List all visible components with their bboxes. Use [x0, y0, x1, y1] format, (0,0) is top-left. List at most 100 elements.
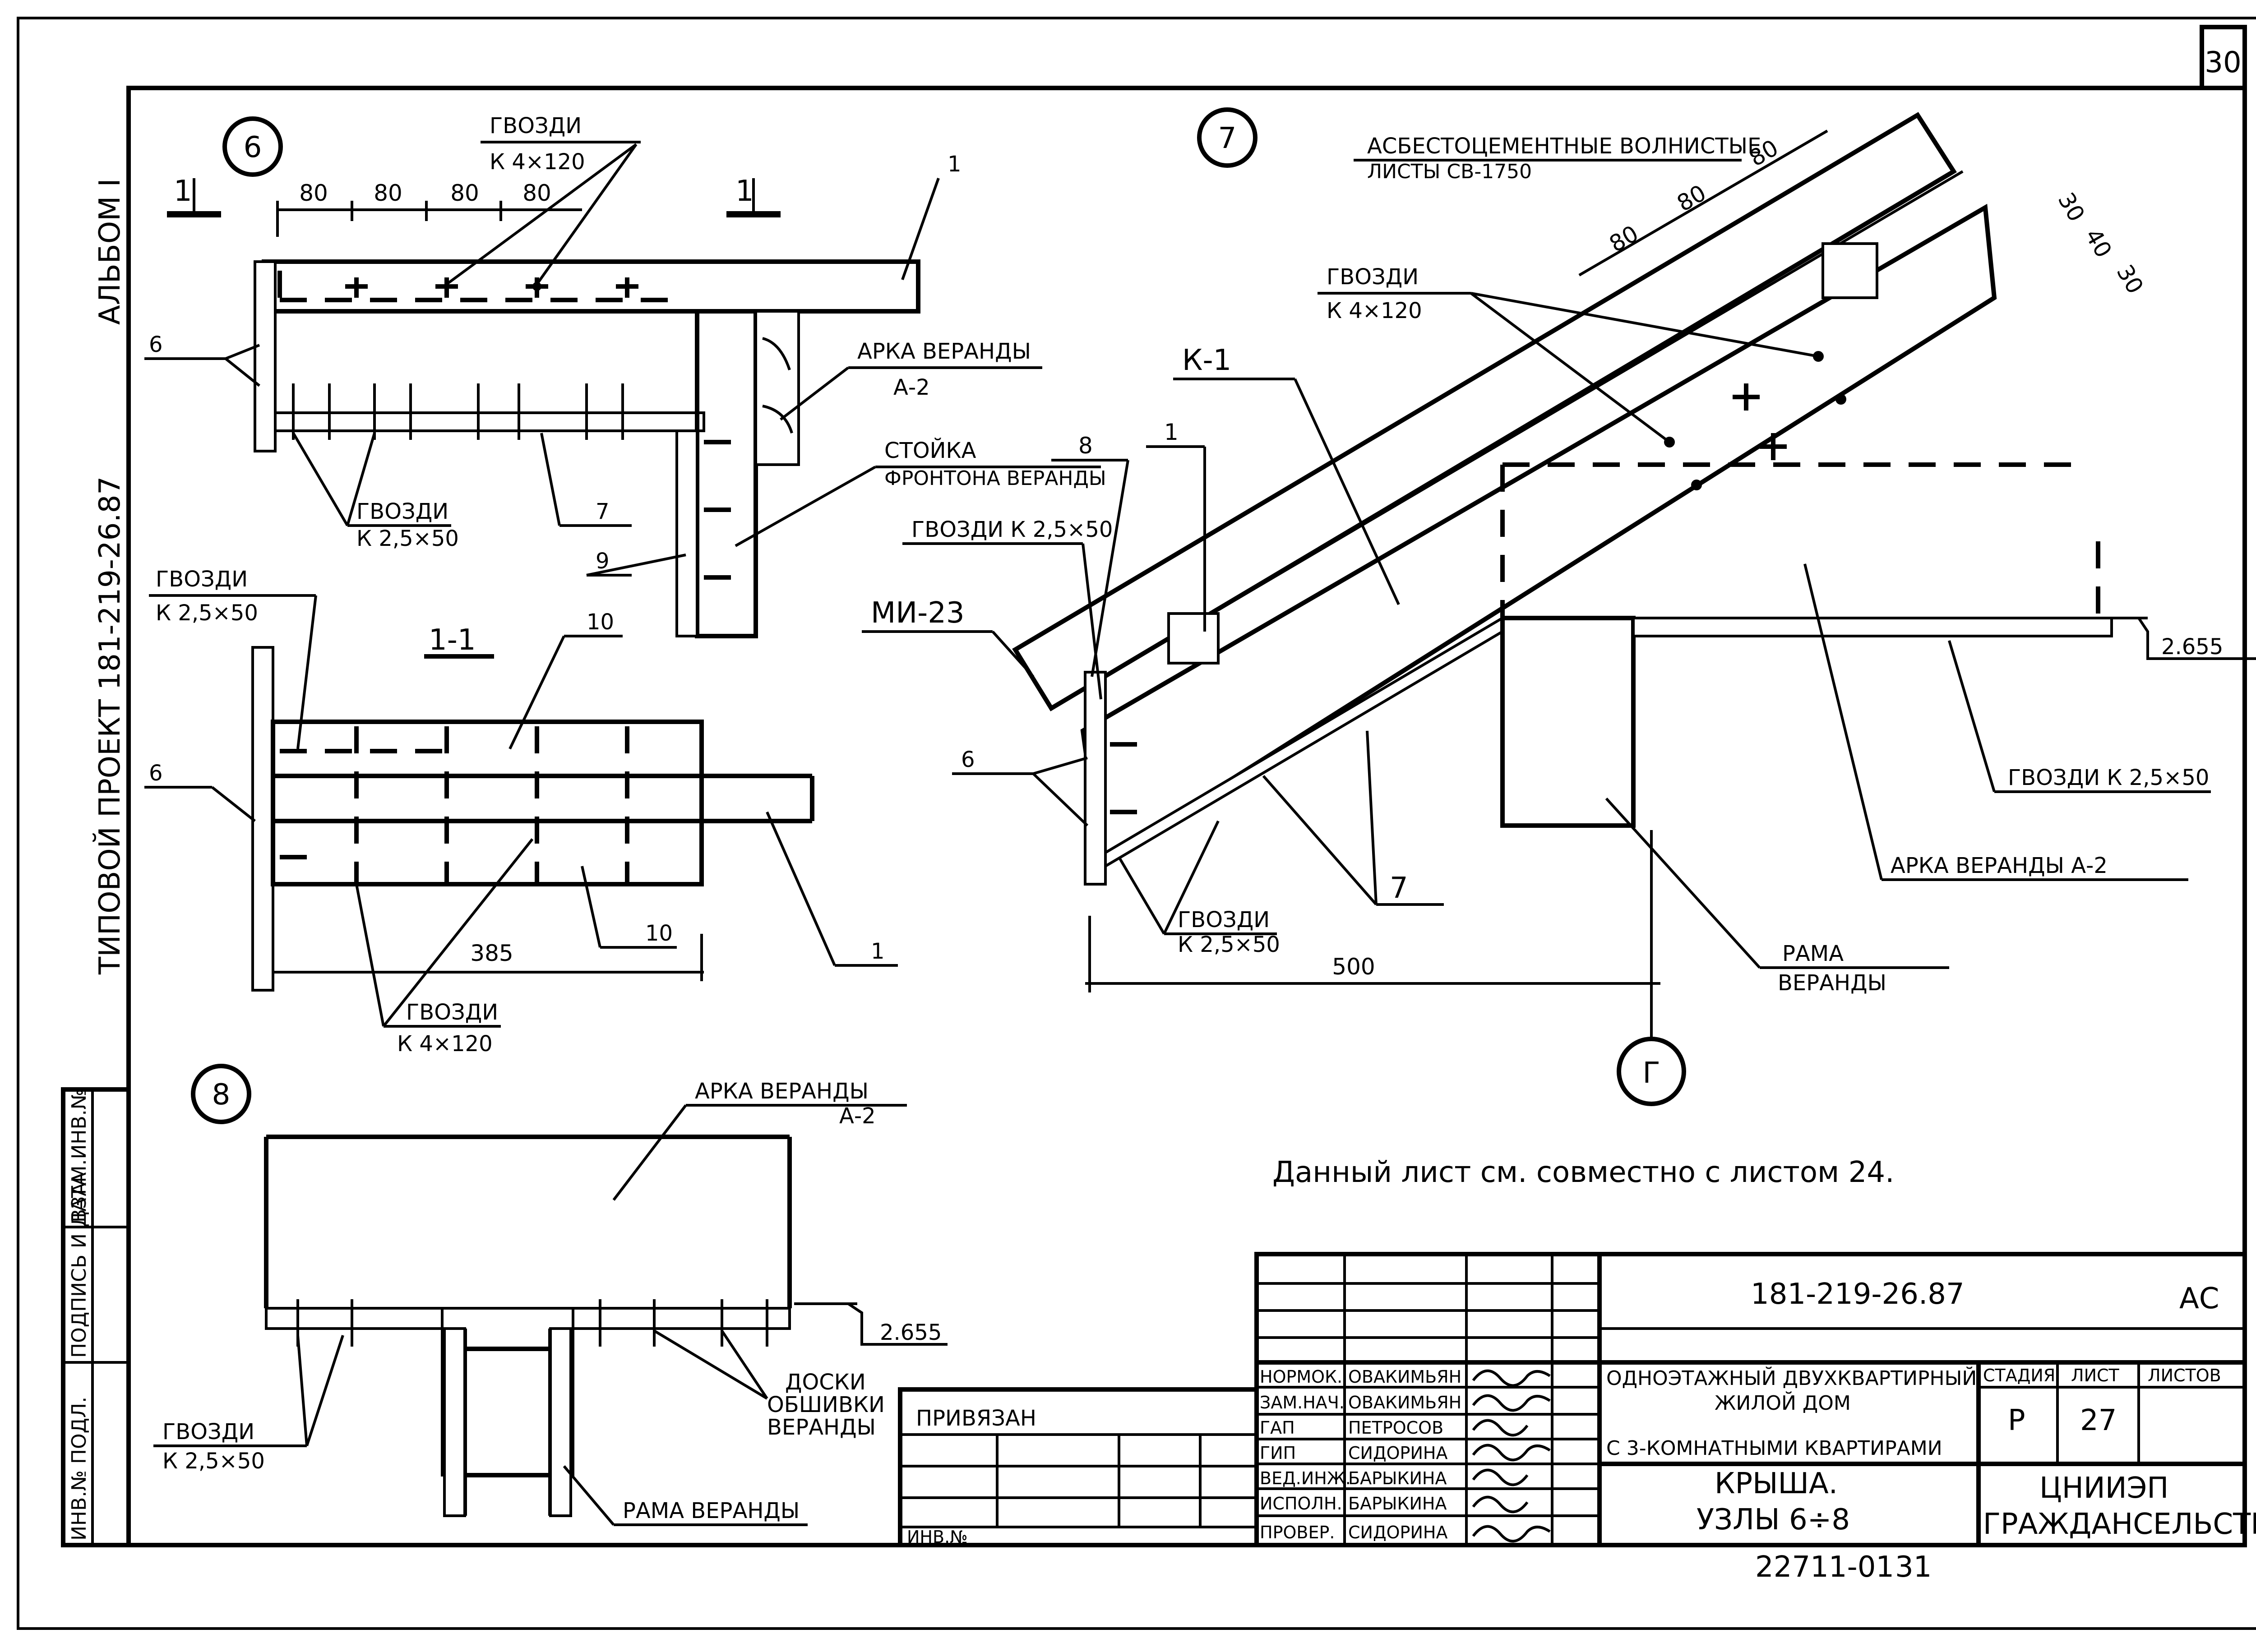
node7-nails-small: ГВОЗДИ К 2,5×50 — [911, 517, 1113, 542]
node6-callout-6: 6 — [149, 332, 163, 357]
node7-nails-right: ГВОЗДИ К 2,5×50 — [2008, 765, 2209, 790]
tb-stage: Р — [2008, 1404, 2025, 1437]
node6-nails-top: ГВОЗДИ — [490, 113, 582, 138]
tb-sheet-title-2: УЗЛЫ 6÷8 — [1697, 1503, 1850, 1537]
tb-project-title-1: ОДНОЭТАЖНЫЙ ДВУХКВАРТИРНЫЙ — [1606, 1366, 1977, 1390]
dim-80-d: 80 — [522, 180, 551, 206]
node7-frame-sub: ВЕРАНДЫ — [1778, 970, 1886, 996]
dim-80-a: 80 — [299, 180, 328, 206]
tb-name-2: ПЕТРОСОВ — [1348, 1418, 1443, 1438]
node7-frame — [1500, 616, 1636, 828]
corner-box — [2200, 25, 2247, 90]
node7-axis-label: Г — [1642, 1057, 1660, 1090]
stamp-inv-podl: ИНВ.№ ПОДЛ. — [68, 1397, 91, 1541]
node6-callout-7: 7 — [596, 499, 610, 524]
side-stamp: ИНВ.№ ПОДЛ. ПОДПИСЬ И ДАТА ВЗАМ.ИНВ.№ — [61, 1087, 131, 1547]
tb-project-title-2: ЖИЛОЙ ДОМ — [1715, 1391, 1851, 1415]
tb-archive-number: 22711-01 — [1755, 1550, 1894, 1584]
node7-mi-label: МИ-23 — [871, 596, 965, 630]
node8-boards-sub2: ВЕРАНДЫ — [767, 1415, 876, 1440]
node7-dim-80-a: 80 — [1605, 220, 1643, 257]
node-6-marker — [222, 116, 283, 177]
sheet-note: Данный лист см. совместно с листом 24. — [1272, 1156, 1894, 1189]
node6-fascia — [254, 260, 277, 452]
dim-80-b: 80 — [374, 180, 402, 206]
node7-sheets-label: АСБЕСТОЦЕМЕНТНЫЕ ВОЛНИСТЫЕ — [1367, 134, 1761, 159]
node7-axis-marker — [1617, 1037, 1686, 1106]
tb-role-6: ПРОВЕР. — [1260, 1523, 1335, 1542]
node6-ceiling-board — [274, 411, 705, 432]
node7-dim-30-a: 30 — [2053, 188, 2090, 226]
section11-nails-bottom-size: К 4×120 — [397, 1031, 493, 1057]
section11-callout-10a: 10 — [587, 609, 614, 635]
node7-dim-40: 40 — [2080, 224, 2117, 262]
node6-arch-code: А-2 — [893, 375, 930, 400]
tb-sheet-label: ЛИСТ — [2071, 1366, 2120, 1385]
node8-level: 2.655 — [880, 1320, 942, 1345]
node7-callout-8: 8 — [1078, 433, 1093, 459]
tb-sheets-label: ЛИСТОВ — [2148, 1366, 2221, 1385]
node-8: 8 АРКА ВЕРАНДЫ А-2 2.655 ДОСКИ ОБШИВКИ В… — [153, 1064, 948, 1526]
node8-boards: ДОСКИ — [785, 1370, 866, 1395]
tb-role-2: ГАП — [1260, 1418, 1295, 1438]
section-mark-right: 1 — [735, 175, 754, 208]
node-8-marker-number: 8 — [212, 1078, 231, 1112]
tb-name-4: БАРЫКИНА — [1348, 1468, 1447, 1488]
tb-project-code: 181-219-26.87 — [1751, 1278, 1965, 1311]
node6-post-sub: ФРОНТОНА ВЕРАНДЫ — [884, 467, 1106, 490]
node7-sheets-sub: ЛИСТЫ СВ-1750 — [1367, 160, 1532, 183]
tb-sheet-title-1: КРЫША. — [1715, 1467, 1838, 1500]
tb-role-1: ЗАМ.НАЧ. — [1260, 1393, 1345, 1412]
node7-nails-size: К 4×120 — [1327, 298, 1422, 323]
node-6: 6 1 1 80 80 80 80 ГВОЗДИ К 4×120 — [144, 113, 1106, 638]
node-7-marker — [1197, 107, 1257, 168]
node7-dim-30-b: 30 — [2112, 260, 2149, 298]
node7-roof-sheets — [1012, 112, 1957, 711]
node7-ceiling-board — [1632, 617, 2113, 637]
section11-dim-385: 385 — [470, 940, 513, 966]
section11-nails-bottom: ГВОЗДИ — [406, 1000, 498, 1025]
node7-level: 2.655 — [2161, 634, 2223, 660]
stamp-podpis-data: ПОДПИСЬ И ДАТА — [68, 1172, 91, 1358]
tb-name-3: СИДОРИНА — [1348, 1443, 1447, 1463]
project-side-label: ТИПОВОЙ ПРОЕКТ 181-219-26.87 — [92, 476, 127, 975]
node-7: 7 2.655 АС — [862, 107, 2256, 1106]
section-1-1: 1-1 ГВОЗДИ К 2,5×50 10 6 10 1 38 — [144, 567, 898, 1057]
tb-name-6: СИДОРИНА — [1348, 1523, 1447, 1542]
node6-nails-bottom-size: К 2,5×50 — [356, 526, 459, 551]
node7-nails-label: ГВОЗДИ — [1327, 264, 1419, 290]
node7-k1-label: К-1 — [1182, 344, 1231, 377]
node8-arch-label: АРКА ВЕРАНДЫ — [695, 1079, 869, 1104]
section11-callout-10b: 10 — [645, 921, 673, 946]
section11-block — [271, 720, 704, 886]
node6-arch — [754, 310, 800, 466]
signatures — [1472, 1369, 1551, 1543]
node-7-marker-number: 7 — [1218, 122, 1237, 155]
tb-org-2: ГРАЖДАНСЕЛЬСТРОЙ — [1983, 1507, 2256, 1541]
stamp-vzam-inv: ВЗАМ.ИНВ.№ — [68, 1089, 91, 1223]
dim-80-c: 80 — [450, 180, 479, 206]
tb-name-0: ОВАКИМЬЯН — [1348, 1367, 1461, 1387]
node-8-marker — [191, 1064, 251, 1124]
node8-frame-label: РАМА ВЕРАНДЫ — [623, 1498, 800, 1523]
node7-nails-bottom: ГВОЗДИ — [1178, 907, 1270, 932]
node-6-marker-number: 6 — [244, 131, 262, 164]
album-side-label: АЛЬБОМ I — [93, 178, 127, 325]
node6-nails-top-size: К 4×120 — [490, 149, 585, 175]
node6-arch-label: АРКА ВЕРАНДЫ — [857, 339, 1031, 364]
tb-name-1: ОВАКИМЬЯН — [1348, 1393, 1461, 1412]
corner-sheet-number: 30 — [2205, 46, 2241, 79]
title-block: ПРИВЯЗАН ИНВ.№ НОРМОК. ЗАМ.НАЧ. ГАП ГИП … — [898, 1252, 2256, 1584]
tb-sheet-number: 27 — [2080, 1404, 2117, 1437]
tb-inv: ИНВ.№ — [907, 1527, 968, 1547]
node7-callout-7: 7 — [1390, 872, 1408, 905]
section-mark-left: 1 — [174, 175, 192, 208]
node6-post-label: СТОЙКА — [884, 438, 976, 463]
node8-nails-size: К 2,5×50 — [162, 1449, 265, 1474]
node7-frame-label: РАМА — [1782, 941, 1844, 966]
tb-role-4: ВЕД.ИНЖ. — [1260, 1468, 1351, 1488]
node8-nails: ГВОЗДИ — [162, 1419, 254, 1444]
section11-nails-left-size: К 2,5×50 — [156, 600, 258, 626]
tb-role-3: ГИП — [1260, 1443, 1296, 1463]
